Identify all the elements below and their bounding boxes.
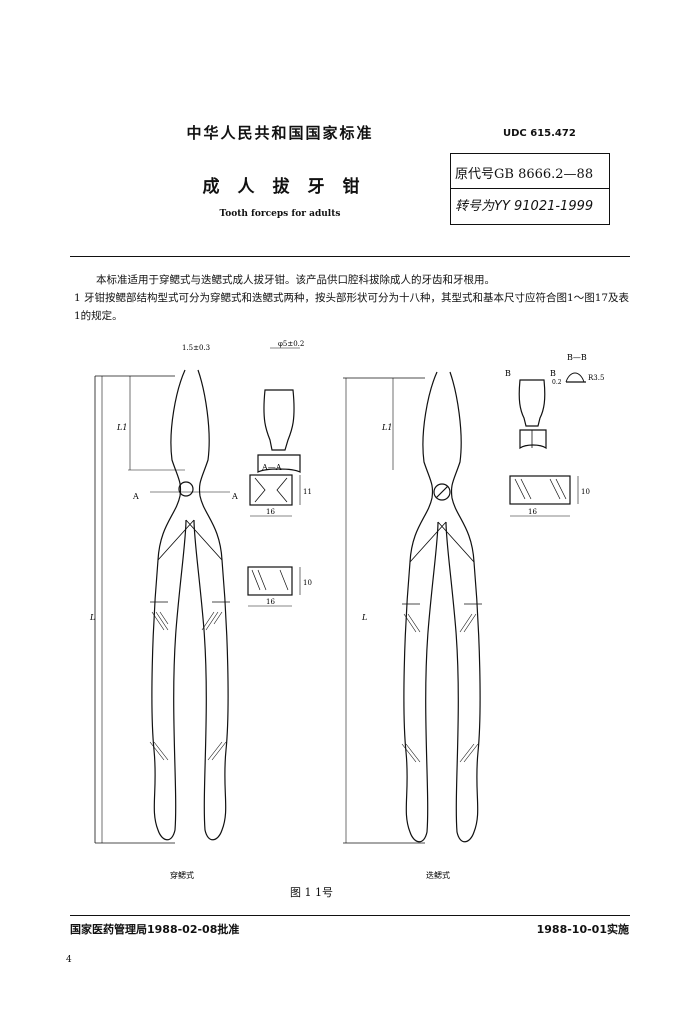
- dim-l1-right: L1: [381, 423, 392, 432]
- right-forceps-drawing: [343, 371, 482, 844]
- dim-r35: R3.5: [588, 374, 604, 382]
- dim-16-aa: 16: [266, 508, 275, 516]
- dim-10-left: 10: [303, 579, 312, 587]
- forceps-figure: 1.5±0.3 φ5±0.2 A—A A A 16 11 16 10 L1 L …: [89, 340, 604, 880]
- dim-16-lower: 16: [266, 598, 275, 606]
- standard-title: 中华人民共和国国家标准: [186, 124, 374, 142]
- figure-caption: 图 1 1号: [290, 886, 333, 899]
- dim-l-left: L: [89, 613, 95, 622]
- dim-16-bb: 16: [528, 508, 537, 516]
- converted-code: 转号为YY 91021-1999: [455, 199, 594, 214]
- footer-rule: [70, 915, 630, 916]
- mark-b-right: B: [550, 369, 556, 378]
- section-aa-label: A—A: [261, 463, 282, 472]
- document-title: 成人拔牙钳: [202, 177, 378, 197]
- left-detail-views: [247, 347, 301, 607]
- dim-l1-left: L1: [116, 423, 127, 432]
- left-forceps-drawing: [94, 369, 230, 844]
- mark-a-right: A: [231, 492, 238, 501]
- scope-paragraph: 本标准适用于穿鳃式与迭鳃式成人拔牙钳。该产品供口腔科拔除成人的牙齿和牙根用。: [96, 274, 495, 286]
- dim-tip-width: 1.5±0.3: [182, 344, 210, 352]
- dim-10-right: 10: [581, 488, 590, 496]
- right-forceps-label: 迭鳃式: [426, 870, 450, 880]
- approval-line: 国家医药管理局1988-02-08批准: [70, 923, 240, 936]
- clause-1-paragraph: 1 牙钳按鳃部结构型式可分为穿鳃式和迭鳃式两种，按头部形状可分为十八种，其型式和…: [74, 292, 630, 322]
- right-detail-views: [509, 372, 586, 517]
- mark-b-left: B: [505, 369, 511, 378]
- effective-date: 1988-10-01实施: [536, 923, 629, 936]
- page-number: 4: [66, 955, 72, 965]
- original-code: 原代号GB 8666.2—88: [455, 167, 594, 182]
- dim-11: 11: [303, 488, 312, 496]
- code-box-divider: [451, 188, 609, 189]
- header-rule: [70, 256, 630, 257]
- left-forceps-label: 穿鳃式: [170, 870, 194, 880]
- mark-a-left: A: [132, 492, 139, 501]
- english-title: Tooth forceps for adults: [219, 209, 341, 219]
- udc-code: UDC 615.472: [503, 128, 576, 139]
- dim-l-right: L: [361, 613, 367, 622]
- code-stamp-box: 原代号GB 8666.2—88 转号为YY 91021-1999: [450, 153, 610, 225]
- dim-02: 0.2: [552, 379, 562, 386]
- section-bb-label: B—B: [567, 353, 587, 362]
- dim-tip-dia: φ5±0.2: [278, 340, 304, 348]
